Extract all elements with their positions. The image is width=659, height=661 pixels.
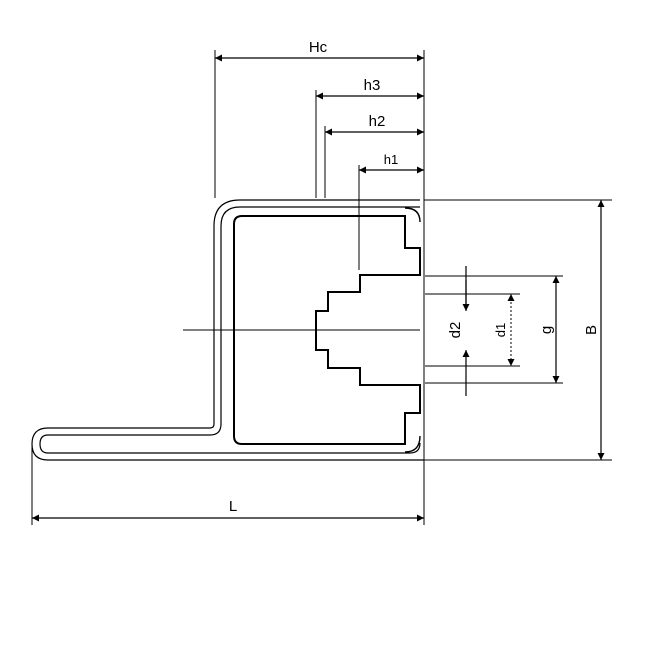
dimension-L: L (32, 498, 424, 522)
dimension-d1: d1 (493, 294, 515, 366)
label-d1: d1 (493, 323, 508, 337)
label-d2: d2 (447, 322, 464, 339)
dimension-Hc: Hc (215, 39, 424, 62)
label-h3: h3 (364, 77, 381, 94)
label-L: L (229, 498, 237, 515)
dimension-B: B (583, 200, 605, 460)
rail-profile (31, 199, 424, 461)
dimension-h2: h2 (325, 113, 424, 136)
label-g: g (538, 326, 555, 334)
dimension-h1: h1 (359, 152, 424, 174)
label-h1: h1 (384, 152, 398, 167)
label-h2: h2 (369, 113, 386, 130)
label-Hc: Hc (309, 39, 328, 56)
dimension-g: g (538, 276, 560, 383)
label-B: B (583, 325, 600, 335)
dimension-h3: h3 (316, 77, 424, 100)
extension-lines (31, 50, 612, 525)
dimension-d2: d2 (447, 266, 470, 396)
t-slot-block (233, 207, 421, 453)
